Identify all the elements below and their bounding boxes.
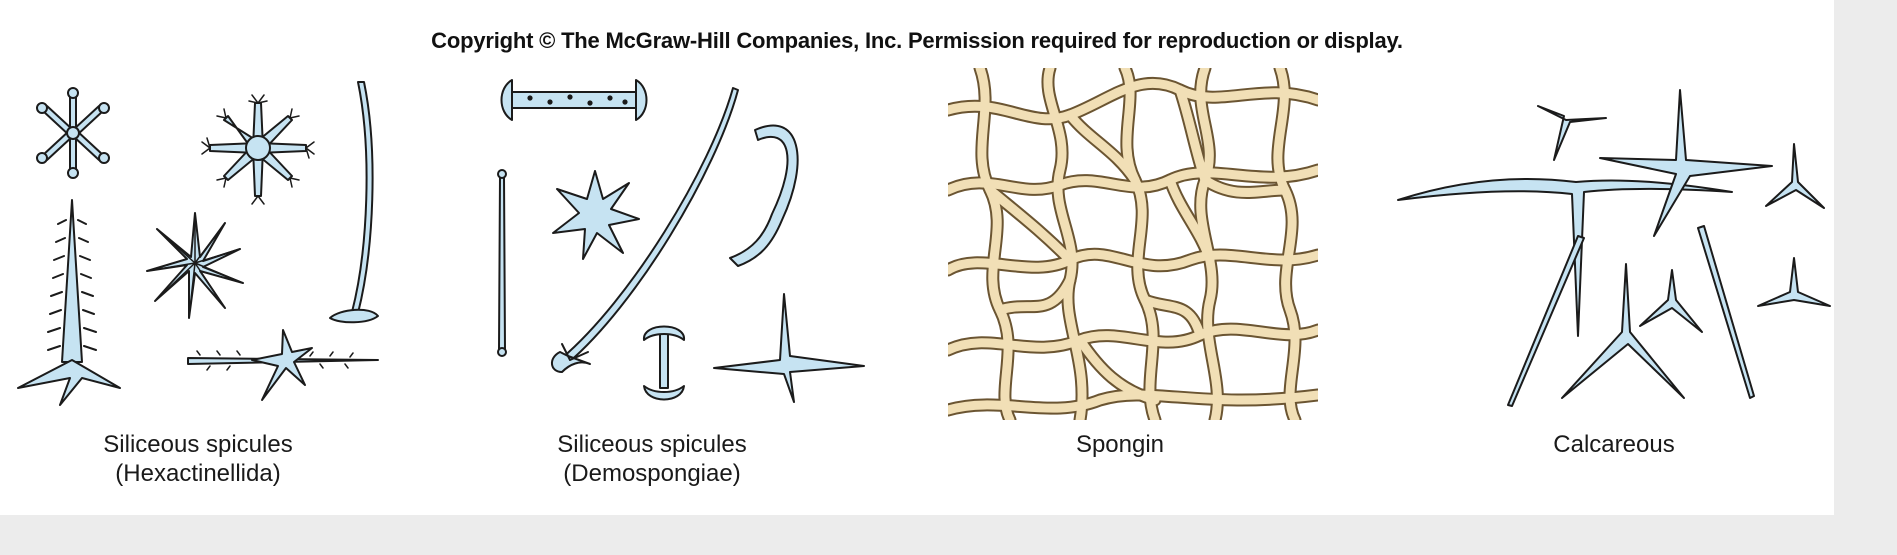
panel-spongin: Spongin	[940, 0, 1340, 515]
strongyle-spicule	[497, 169, 507, 357]
panel-demospongiae: Siliceous spicules (Demospongiae)	[420, 0, 880, 515]
large-triradiate-spicule	[1561, 263, 1685, 399]
demosponge-spicules-illustration	[497, 79, 865, 403]
calcareous-spicules-illustration	[1397, 89, 1831, 407]
caption-calcareous: Calcareous	[1464, 430, 1764, 459]
hooked-spicule	[551, 87, 739, 373]
spongin-fiber-network	[948, 68, 1318, 420]
small-triradiate-center	[1639, 269, 1703, 333]
star-spicule	[146, 212, 244, 319]
caption-hexactinellida-line2: (Hexactinellida)	[115, 460, 281, 487]
t-shaped-spicule	[1397, 178, 1733, 337]
caption-spongin-line1: Spongin	[1075, 431, 1165, 458]
hexactine-spicule	[36, 87, 110, 179]
caption-hexactinellida-line1: Siliceous spicules	[103, 431, 293, 458]
monaxon-spicule-right	[1697, 225, 1755, 399]
dumbbell-spicule	[500, 79, 648, 121]
triaene-spicule	[713, 293, 865, 403]
caption-demospongiae-line2: (Demospongiae)	[563, 460, 741, 487]
anchor-spicule	[642, 325, 686, 401]
figure-canvas: Copyright © The McGraw-Hill Companies, I…	[0, 0, 1834, 515]
copyright-notice: Copyright © The McGraw-Hill Companies, I…	[431, 28, 1403, 53]
caption-hexactinellida: Siliceous spicules (Hexactinellida)	[48, 430, 348, 488]
barbed-spicule	[17, 199, 121, 406]
tetraradiate-spicule	[1599, 89, 1773, 237]
hexactinellid-spicules-illustration	[17, 81, 379, 406]
monaxon-spicule-left	[1507, 235, 1585, 407]
small-triradiate-spicule	[1537, 105, 1607, 161]
caption-demospongiae: Siliceous spicules (Demospongiae)	[502, 430, 802, 488]
long-spicule	[329, 81, 379, 324]
caption-calcareous-line1: Calcareous	[1553, 431, 1675, 458]
caption-spongin: Spongin	[970, 430, 1270, 459]
caption-demospongiae-line1: Siliceous spicules	[557, 431, 747, 458]
aster-spicule	[552, 170, 640, 260]
small-triradiate-far-right	[1757, 257, 1831, 307]
rosette-spicule	[201, 94, 315, 205]
panel-calcareous: Calcareous	[1380, 0, 1834, 515]
rod-star-spicule	[187, 329, 379, 401]
panel-hexactinellida: Siliceous spicules (Hexactinellida)	[0, 0, 420, 515]
small-triradiate-right	[1765, 143, 1825, 209]
sigma-spicule	[729, 124, 799, 267]
